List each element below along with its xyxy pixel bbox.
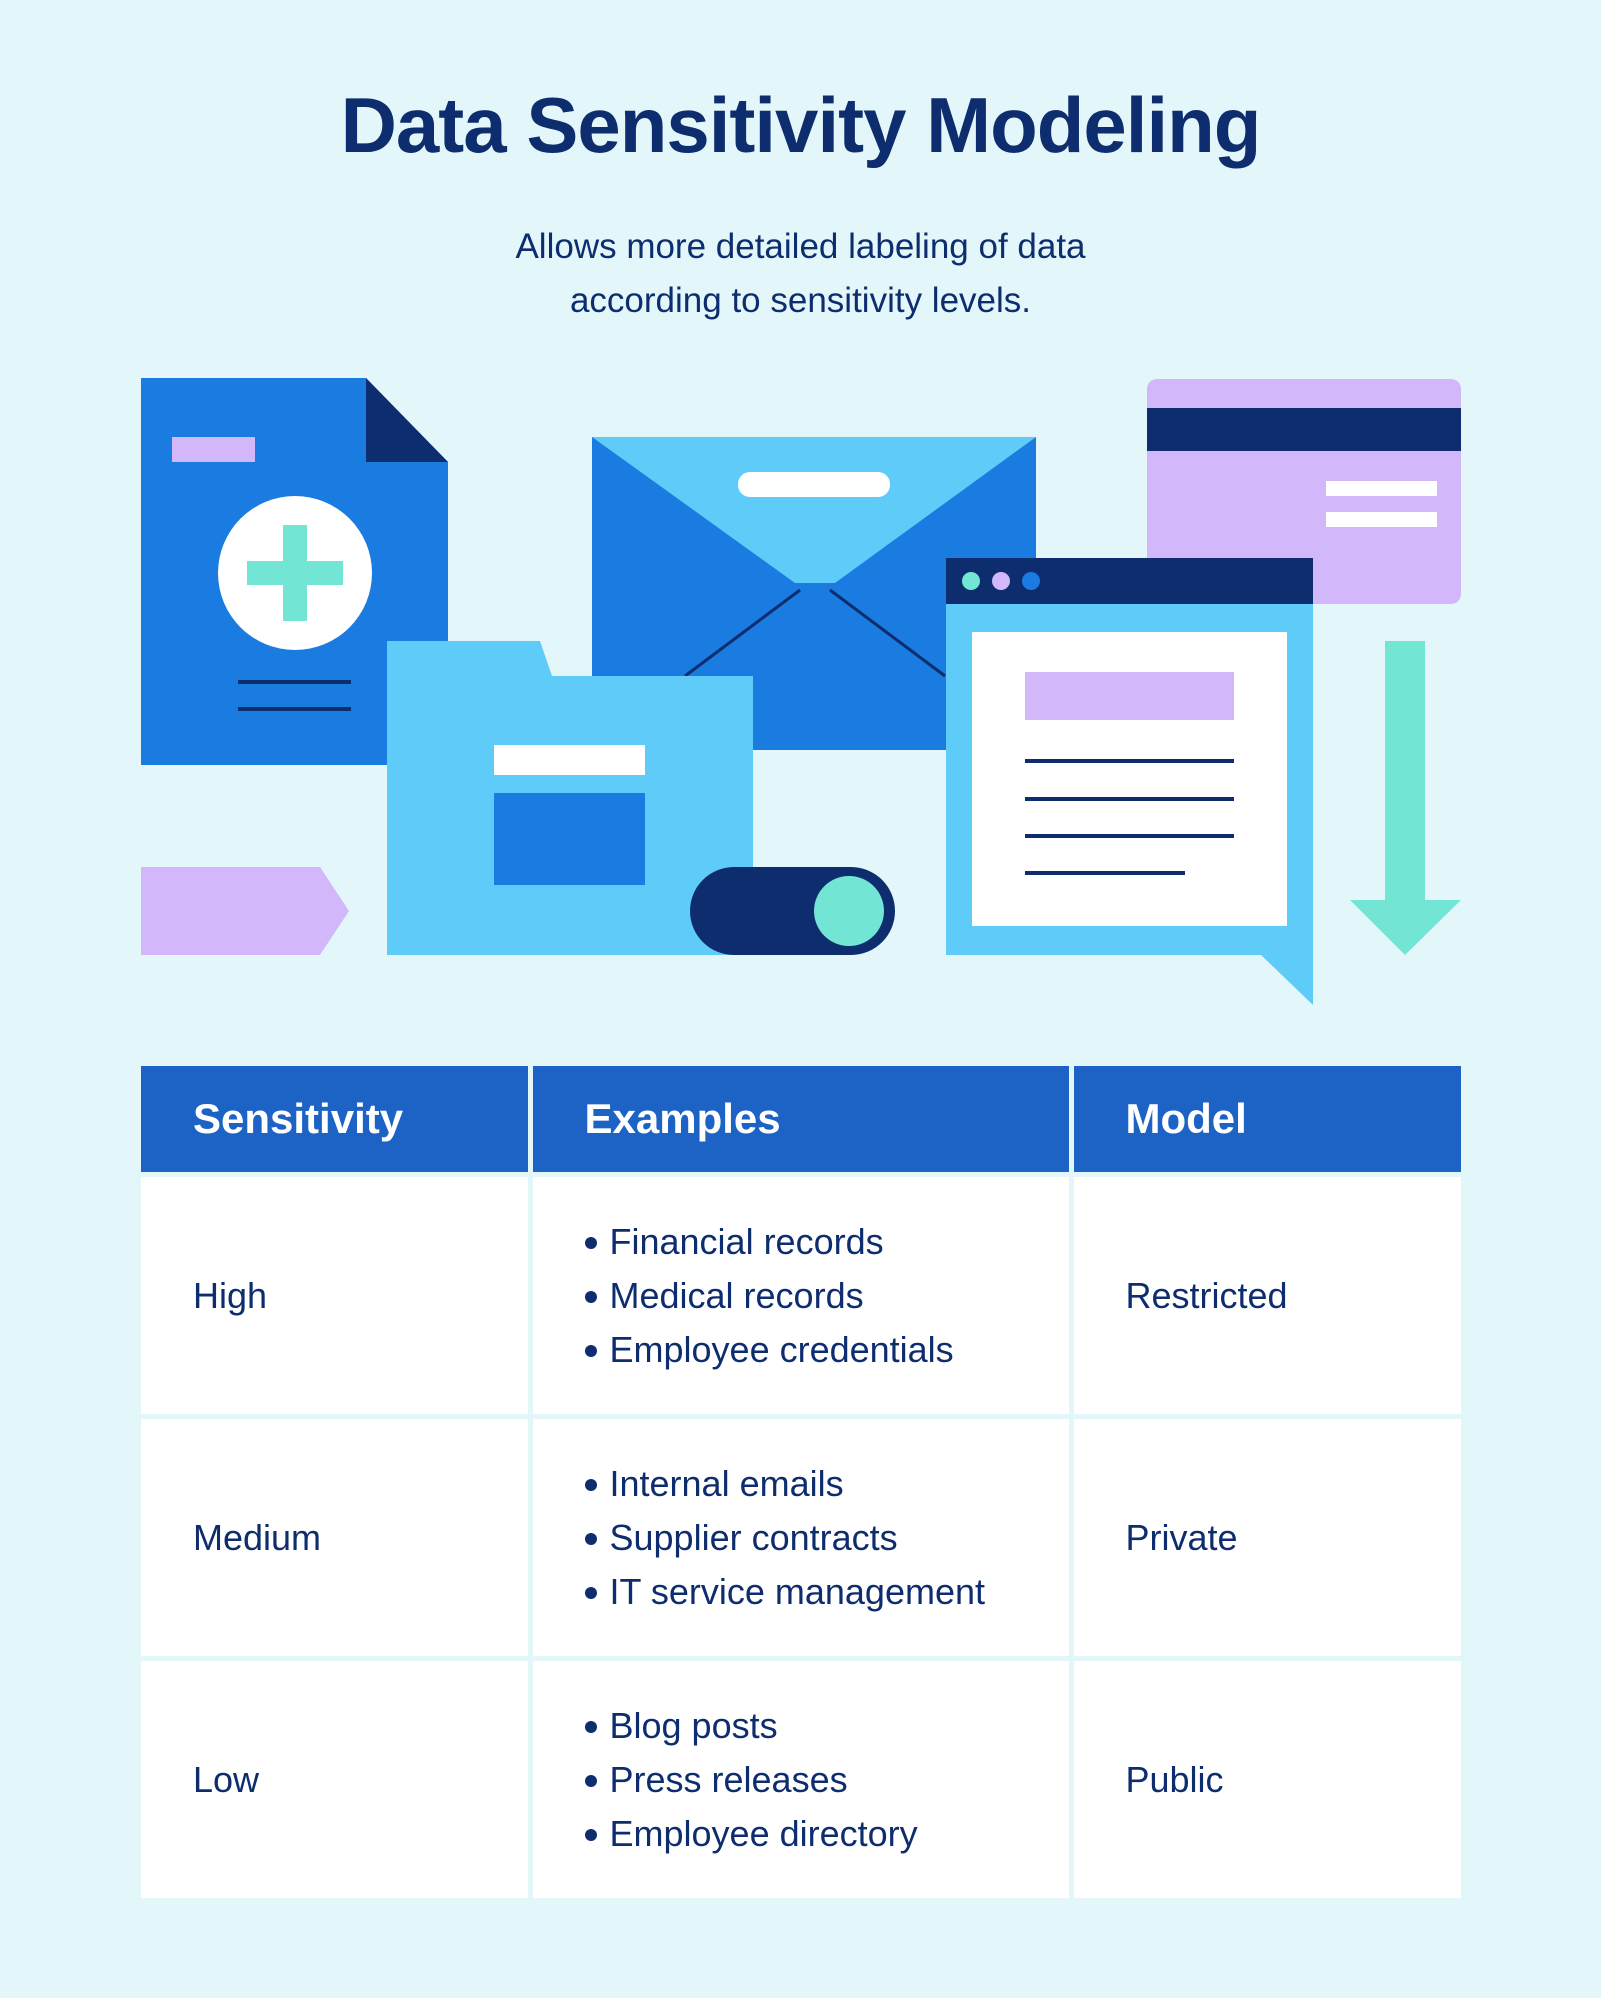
table-header-row: Sensitivity Examples Model [141,1066,1461,1175]
tag-icon [141,867,349,955]
list-item: IT service management [584,1565,1069,1619]
examples-cell: Internal emails Supplier contracts IT se… [527,1414,1071,1659]
illustration [141,378,1461,1005]
list-item: Employee directory [584,1807,1069,1861]
sensitivity-cell: High [141,1172,530,1417]
sensitivity-cell: Low [141,1656,530,1898]
browser-window-icon [946,558,1313,1005]
down-arrow-icon [1350,641,1461,955]
list-item: Blog posts [584,1699,1069,1753]
list-item: Internal emails [584,1457,1069,1511]
examples-list: Blog posts Press releases Employee direc… [584,1699,1069,1861]
page-subtitle: Allows more detailed labeling of data ac… [0,220,1601,328]
page-title: Data Sensitivity Modeling [340,81,1262,169]
medical-document-icon [141,378,448,765]
list-item: Press releases [584,1753,1069,1807]
sensitivity-table: Sensitivity Examples Model High Financia… [141,1066,1461,1898]
credit-card-icon [1147,379,1461,604]
examples-cell: Blog posts Press releases Employee direc… [527,1656,1071,1898]
list-item: Medical records [584,1269,1069,1323]
table-row: Medium Internal emails Supplier contract… [141,1414,1461,1659]
table-row: High Financial records Medical records E… [141,1172,1461,1417]
list-item: Financial records [584,1215,1069,1269]
model-cell: Restricted [1068,1172,1461,1417]
subtitle-line: according to sensitivity levels. [569,281,1032,320]
subtitle-line: Allows more detailed labeling of data [515,227,1086,266]
examples-cell: Financial records Medical records Employ… [527,1172,1071,1417]
examples-list: Internal emails Supplier contracts IT se… [584,1457,1069,1619]
examples-list: Financial records Medical records Employ… [584,1215,1069,1377]
toggle-switch-icon [690,867,895,955]
list-item: Employee credentials [584,1323,1069,1377]
column-header-sensitivity: Sensitivity [141,1066,530,1175]
table-row: Low Blog posts Press releases Employee d… [141,1656,1461,1898]
model-cell: Private [1068,1414,1461,1659]
model-cell: Public [1068,1656,1461,1898]
sensitivity-cell: Medium [141,1414,530,1659]
column-header-model: Model [1068,1066,1461,1175]
list-item: Supplier contracts [584,1511,1069,1565]
column-header-examples: Examples [527,1066,1071,1175]
